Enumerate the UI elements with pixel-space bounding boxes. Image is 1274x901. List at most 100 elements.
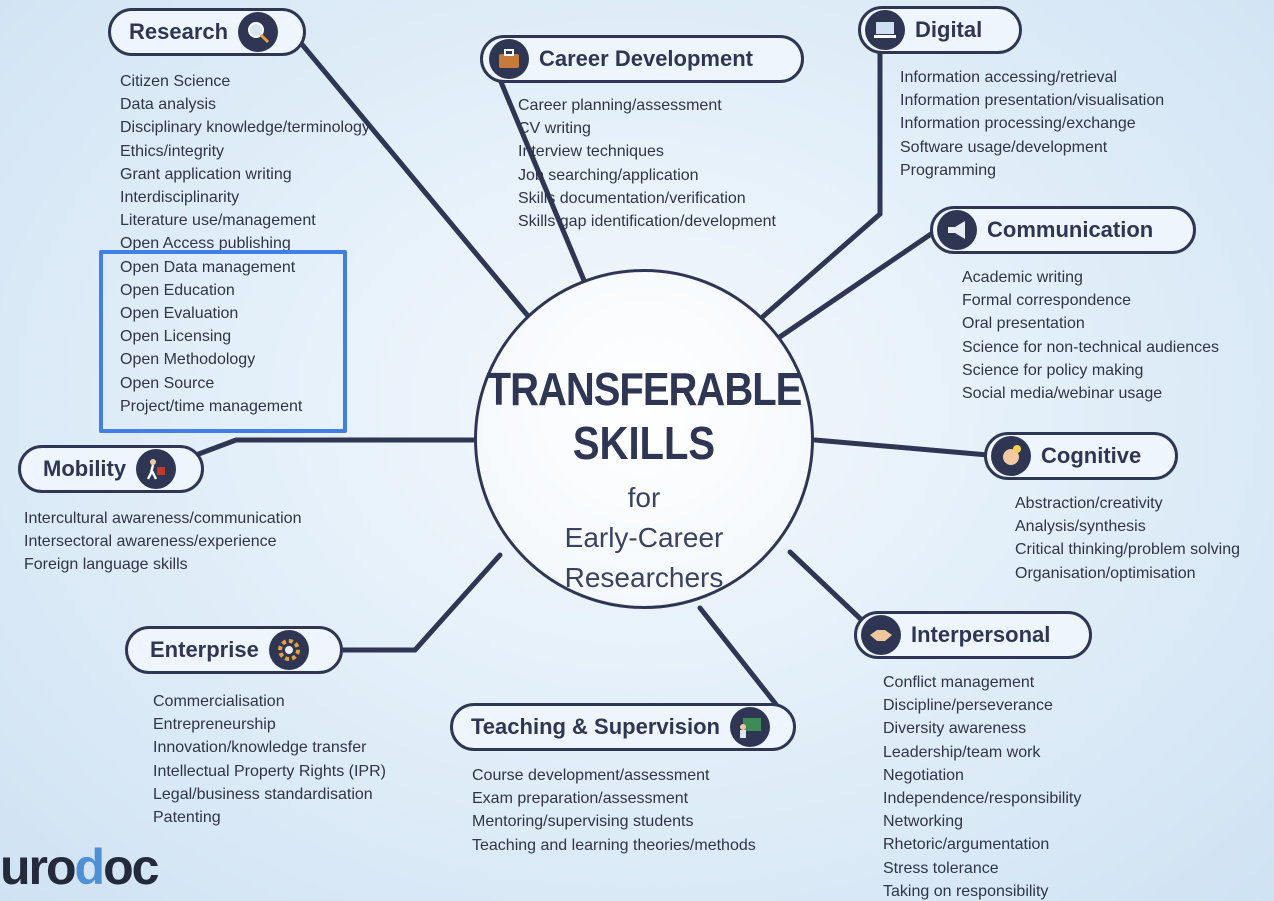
list-item: Open Evaluation [120, 305, 239, 323]
list-item: Open Education [120, 281, 235, 299]
career-development-list: Career planning/assessment CV writing In… [518, 94, 776, 233]
list-item: Ethics/integrity [120, 142, 225, 160]
list-item: Taking on responsibility [883, 882, 1049, 900]
magnifier-icon [238, 12, 279, 52]
list-item: Citizen Science [120, 73, 231, 90]
list-item: Analysis/synthesis [1015, 518, 1146, 536]
cognitive-list: Abstraction/creativity Analysis/synthesi… [1015, 492, 1240, 585]
list-item: Science for non-technical audiences [962, 338, 1220, 356]
center-title-line1: TRANSFERABLE [486, 364, 803, 416]
digital-title: Digital [915, 17, 983, 42]
digital-header: Digital [858, 6, 1022, 54]
list-item: Rhetoric/argumentation [883, 836, 1050, 854]
list-item: Academic writing [962, 269, 1083, 286]
list-item: Information processing/exchange [900, 115, 1136, 133]
open-science-highlight-box [99, 250, 347, 433]
communication-list: Academic writing Formal correspondence O… [962, 266, 1219, 405]
list-item: Career planning/assessment [518, 97, 722, 114]
teaching-supervision-header: Teaching & Supervision [450, 703, 796, 751]
list-item: Grant application writing [120, 165, 292, 183]
list-item: Open Source [120, 374, 215, 392]
megaphone-icon [937, 210, 977, 250]
list-item: Intellectual Property Rights (IPR) [153, 762, 386, 780]
list-item: Skills gap identification/development [518, 213, 776, 231]
blackboard-teacher-icon [729, 707, 770, 747]
list-item: Skills documentation/verification [518, 189, 746, 207]
enterprise-header: Enterprise [125, 626, 343, 674]
list-item: Entrepreneurship [153, 716, 276, 734]
list-item: Organisation/optimisation [1015, 564, 1196, 582]
connector-communication [765, 229, 937, 348]
career-development-header: Career Development [480, 35, 804, 83]
connector-research [297, 39, 541, 331]
list-item: Open Methodology [120, 351, 256, 369]
gear-icon [268, 630, 309, 670]
connector-digital [747, 49, 883, 331]
list-item: Disciplinary knowledge/terminology [120, 119, 370, 137]
list-item: Formal correspondence [962, 292, 1131, 310]
list-item: CV writing [518, 120, 591, 138]
list-item: Intersectoral awareness/experience [24, 533, 277, 551]
enterprise-list: Commercialisation Entrepreneurship Innov… [153, 690, 386, 829]
center-subtitle-for: for [627, 482, 661, 513]
list-item: Legal/business standardisation [153, 785, 373, 803]
list-item: Course development/assessment [472, 767, 710, 784]
list-item: Leadership/team work [883, 743, 1041, 761]
communication-header: Communication [930, 206, 1196, 254]
list-item: Abstraction/creativity [1015, 495, 1163, 512]
list-item: Interview techniques [518, 143, 664, 161]
list-item: Mentoring/supervising students [472, 813, 694, 831]
list-item: Independence/responsibility [883, 790, 1082, 808]
connector-mobility [185, 437, 481, 461]
list-item: Conflict management [883, 674, 1035, 691]
center-title-line2: SKILLS [572, 418, 716, 470]
logo-text-suffix: oc [103, 839, 159, 895]
interpersonal-list: Conflict management Discipline/persevera… [883, 671, 1081, 901]
list-item: Information accessing/retrieval [900, 69, 1117, 86]
research-title: Research [129, 19, 229, 44]
list-item: Software usage/development [900, 138, 1108, 156]
teaching-supervision-list: Course development/assessment Exam prepa… [472, 764, 756, 857]
cognitive-title: Cognitive [1041, 443, 1142, 468]
center-title-circle: TRANSFERABLE SKILLS for Early-Career Res… [474, 269, 814, 609]
traveler-icon [136, 449, 177, 489]
interpersonal-header: Interpersonal [854, 611, 1092, 659]
enterprise-title: Enterprise [150, 637, 259, 662]
list-item: Information presentation/visualisation [900, 92, 1165, 110]
research-header: Research [108, 8, 306, 56]
handshake-icon [861, 615, 901, 655]
career-development-title: Career Development [539, 46, 753, 71]
briefcase-icon [489, 39, 529, 79]
interpersonal-title: Interpersonal [911, 622, 1051, 647]
connector-enterprise [337, 552, 503, 653]
communication-title: Communication [987, 217, 1154, 242]
list-item: Open Licensing [120, 328, 232, 346]
list-item: Innovation/knowledge transfer [153, 739, 367, 757]
list-item: Negotiation [883, 766, 964, 784]
list-item: Networking [883, 813, 964, 831]
list-item: Programming [900, 161, 997, 179]
connector-career [493, 67, 591, 293]
list-item: Intercultural awareness/communication [24, 510, 302, 527]
teaching-supervision-title: Teaching & Supervision [471, 714, 720, 739]
list-item: Open Data management [120, 258, 296, 276]
list-item: Patenting [153, 809, 221, 827]
list-item: Stress tolerance [883, 859, 999, 877]
list-item: Discipline/perseverance [883, 697, 1053, 715]
list-item: Job searching/application [518, 166, 699, 184]
list-item: Foreign language skills [24, 556, 188, 574]
list-item: Diversity awareness [883, 720, 1027, 738]
laptop-icon [865, 10, 905, 50]
head-lightbulb-icon [991, 436, 1031, 476]
mobility-title: Mobility [43, 456, 127, 481]
digital-list: Information accessing/retrieval Informat… [900, 66, 1164, 182]
center-subtitle-researchers: Researchers [564, 562, 724, 593]
list-item: Open Access publishing [120, 235, 291, 253]
mobility-list: Intercultural awareness/communication In… [24, 507, 301, 577]
list-item: Exam preparation/assessment [472, 790, 689, 808]
list-item: Data analysis [120, 96, 217, 114]
list-item: Social media/webinar usage [962, 385, 1163, 403]
connector-cognitive [812, 437, 991, 458]
list-item: Oral presentation [962, 315, 1085, 333]
